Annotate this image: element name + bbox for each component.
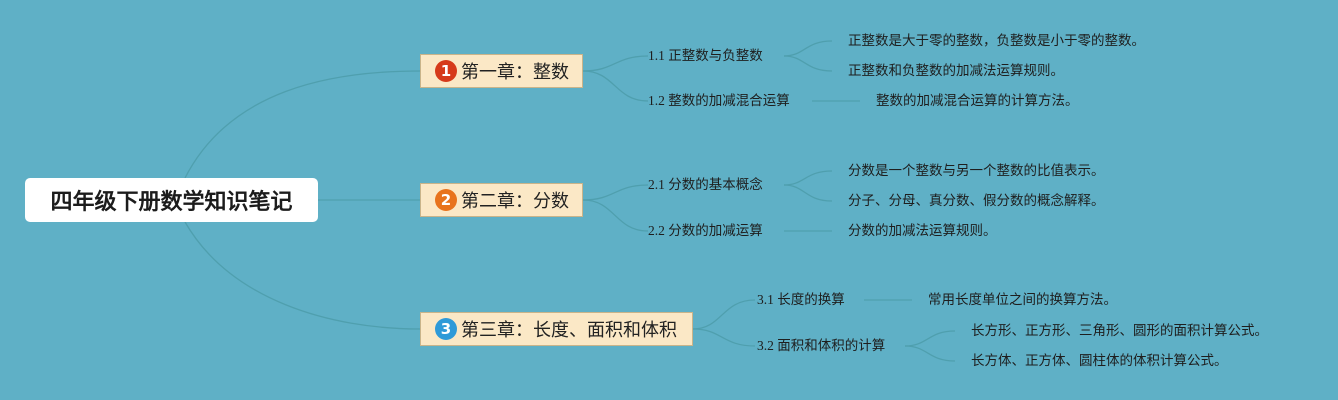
connector-ch3-s2 xyxy=(692,328,756,347)
connector-ch1-s1 xyxy=(582,55,649,72)
note-node-2-1-2[interactable]: 分子、分母、真分数、假分数的概念解释。 xyxy=(848,193,1105,208)
note-node-1-1-2[interactable]: 正整数和负整数的加减法运算规则。 xyxy=(848,63,1064,78)
connector-s21-n1 xyxy=(783,170,833,186)
root-title: 四年级下册数学知识笔记 xyxy=(50,190,293,215)
chapter-title-2: 第二章：分数 xyxy=(461,191,569,212)
note-node-3-1-1[interactable]: 常用长度单位之间的换算方法。 xyxy=(928,292,1117,307)
connector-root-ch3 xyxy=(184,221,421,330)
note-node-3-2-2[interactable]: 长方体、正方体、圆柱体的体积计算公式。 xyxy=(971,353,1228,368)
badge-1-icon: 1 xyxy=(435,60,457,82)
badge-2-icon: 2 xyxy=(435,189,457,211)
chapter-node-1[interactable]: 1 第一章：整数 xyxy=(420,54,583,88)
note-node-1-2-1[interactable]: 整数的加减混合运算的计算方法。 xyxy=(876,93,1079,108)
connector-ch2-s2 xyxy=(582,199,649,232)
note-node-2-1-1[interactable]: 分数是一个整数与另一个整数的比值表示。 xyxy=(848,163,1105,178)
connector-s21-n2 xyxy=(783,184,833,202)
chapter-title-1: 第一章：整数 xyxy=(461,62,569,83)
connector-s11-n1 xyxy=(783,40,833,57)
section-node-3-2[interactable]: 3.2 面积和体积的计算 xyxy=(757,338,886,353)
connector-s32-n1 xyxy=(904,330,956,347)
connector-root-ch1 xyxy=(184,70,421,179)
connector-ch1-s2 xyxy=(582,70,649,102)
section-node-1-2[interactable]: 1.2 整数的加减混合运算 xyxy=(648,93,790,108)
note-node-1-1-1[interactable]: 正整数是大于零的整数，负整数是小于零的整数。 xyxy=(848,33,1145,48)
note-node-2-2-1[interactable]: 分数的加减法运算规则。 xyxy=(848,223,997,238)
section-node-1-1[interactable]: 1.1 正整数与负整数 xyxy=(648,48,763,63)
connector-ch3-s1 xyxy=(692,299,756,330)
chapter-node-2[interactable]: 2 第二章：分数 xyxy=(420,183,583,217)
badge-3-icon: 3 xyxy=(435,318,457,340)
connector-s11-n2 xyxy=(783,55,833,72)
section-node-2-2[interactable]: 2.2 分数的加减运算 xyxy=(648,223,763,238)
chapter-title-3: 第三章：长度、面积和体积 xyxy=(461,320,677,341)
root-node[interactable]: 四年级下册数学知识笔记 xyxy=(25,178,318,222)
section-node-2-1[interactable]: 2.1 分数的基本概念 xyxy=(648,177,763,192)
section-node-3-1[interactable]: 3.1 长度的换算 xyxy=(757,292,845,307)
connector-ch2-s1 xyxy=(582,184,649,201)
connector-s32-n2 xyxy=(904,345,956,362)
note-node-3-2-1[interactable]: 长方形、正方形、三角形、圆形的面积计算公式。 xyxy=(971,323,1268,338)
chapter-node-3[interactable]: 3 第三章：长度、面积和体积 xyxy=(420,312,693,346)
